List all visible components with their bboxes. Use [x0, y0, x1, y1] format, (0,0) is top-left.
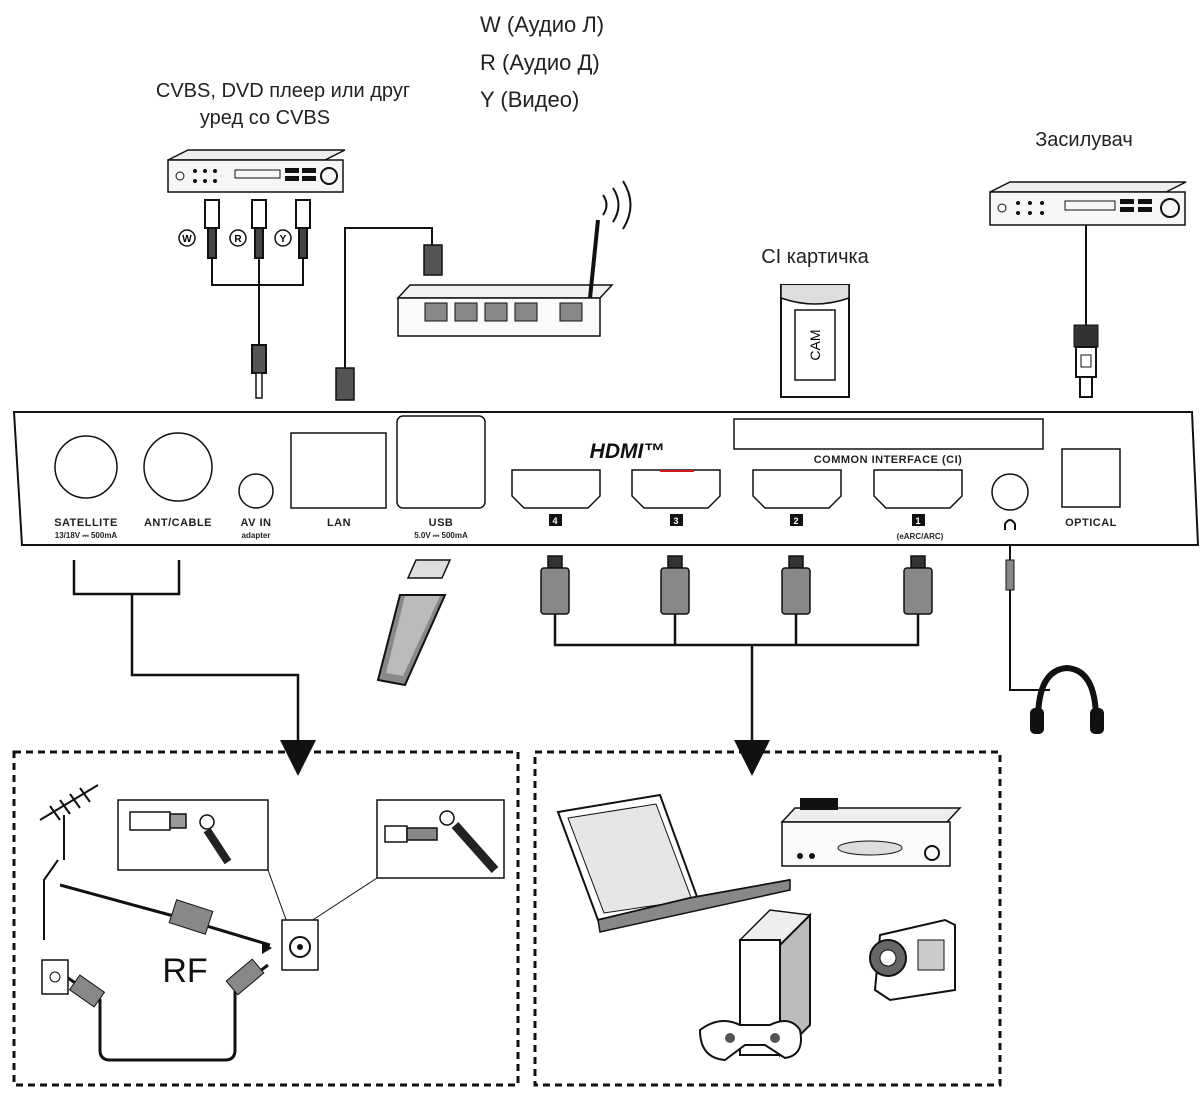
lan-port[interactable]: [290, 432, 387, 509]
marker-w: W: [182, 234, 192, 245]
optical-port[interactable]: [1061, 448, 1121, 508]
hdmi-2-label: 2: [793, 516, 798, 526]
usb-port[interactable]: [396, 415, 486, 509]
rf-plug-detail-left: [129, 811, 232, 865]
rf-plug-detail-right: [384, 810, 499, 873]
audio-r-caption: R (Аудио Д): [480, 50, 600, 75]
headphone-cable: [1009, 590, 1050, 691]
usb-stick-icon: [376, 559, 452, 687]
antenna-icon: [39, 784, 99, 940]
satellite-port[interactable]: [54, 435, 118, 499]
headphone-plug-icon: [1005, 545, 1015, 591]
camcorder-icon: [869, 918, 956, 1002]
hdmi-1-sub-label: (eARC/ARC): [897, 532, 944, 541]
usb-sub-label: 5.0V ⎓ 500mA: [414, 531, 468, 540]
hdmi-2-port[interactable]: [752, 469, 842, 509]
rf-label: RF: [162, 952, 207, 990]
hdmi-1-label: 1: [915, 516, 920, 526]
av-in-plug-icon: [251, 344, 267, 399]
rca-plug-icon: [204, 199, 311, 259]
optical-plug-icon: [1073, 324, 1099, 398]
hdmi-1-port[interactable]: [873, 469, 963, 509]
rf-box: [12, 750, 520, 1087]
antenna-cable: [59, 883, 271, 947]
headphones-icon: [1030, 664, 1104, 734]
video-y-caption: Y (Видео): [480, 87, 579, 112]
laptop-icon: [556, 793, 791, 933]
hdmi-arrow-head: [734, 740, 770, 776]
rf-bracket-line: [72, 560, 300, 740]
cvbs-caption-line2: уред со CVBS: [200, 107, 330, 129]
hdmi-4-label: 4: [552, 516, 557, 526]
av-in-port[interactable]: [238, 473, 274, 509]
audio-w-caption: W (Аудио Л): [480, 12, 604, 37]
rf-detail-left: [117, 799, 269, 871]
tv-back-panel: SATELLITE 13/18V ⎓ 500mA ANT/CABLE AV IN…: [12, 411, 1200, 546]
cvbs-caption-line1: CVBS, DVD плеер или друг: [156, 80, 410, 102]
ant-cable-label: ANT/CABLE: [144, 517, 212, 529]
wall-socket-icon: [41, 959, 69, 995]
rca-cable: [211, 258, 304, 345]
rca-markers: W R Y: [178, 229, 292, 247]
amplifier-icon: [989, 181, 1187, 226]
rf-arrow-small: [262, 942, 272, 954]
satellite-sub-label: 13/18V ⎓ 500mA: [55, 531, 118, 540]
router-icon: [396, 219, 614, 337]
hdmi-3-label: 3: [673, 516, 678, 526]
gamepad-icon: [698, 1020, 802, 1062]
cam-label: CAM: [807, 329, 823, 360]
av-in-sub-label: adapter: [242, 531, 271, 540]
amplifier-caption: Засилувач: [1035, 129, 1133, 151]
lan-cable: [344, 227, 433, 368]
satellite-label: SATELLITE: [54, 517, 118, 529]
wall-cable: [67, 963, 269, 1062]
hdmi-logo: HDMI™: [590, 440, 665, 463]
marker-r: R: [234, 234, 242, 245]
headphones-jack-icon: [1004, 519, 1016, 530]
hdmi-devices-box: [533, 750, 1002, 1087]
av-in-label: AV IN: [240, 517, 271, 529]
usb-label: USB: [429, 517, 454, 529]
hdmi-3-port[interactable]: [631, 469, 721, 509]
lan-label: LAN: [327, 517, 351, 529]
hdmi-bracket-line: [553, 614, 920, 740]
ci-card-icon: CAM: [780, 284, 850, 398]
wifi-waves-icon: [602, 180, 632, 230]
dvd-player-icon: [167, 149, 346, 193]
ci-slot[interactable]: [733, 418, 1044, 450]
rf-detail-leaders: [267, 869, 378, 926]
hdmi-4-port[interactable]: [511, 469, 601, 509]
ant-cable-port[interactable]: [143, 432, 213, 502]
marker-y: Y: [280, 234, 287, 245]
ethernet-plug-icon: [335, 244, 443, 401]
disc-player-icon: [780, 798, 962, 867]
hdmi-plug-icon: [540, 555, 933, 615]
ci-label: COMMON INTERFACE (CI): [814, 454, 963, 466]
rf-arrow-head: [280, 740, 316, 776]
antenna-plug: [168, 899, 214, 935]
headphone-port[interactable]: [991, 473, 1029, 511]
ci-card-caption: CI картичка: [761, 246, 869, 268]
optical-label: OPTICAL: [1065, 517, 1117, 529]
